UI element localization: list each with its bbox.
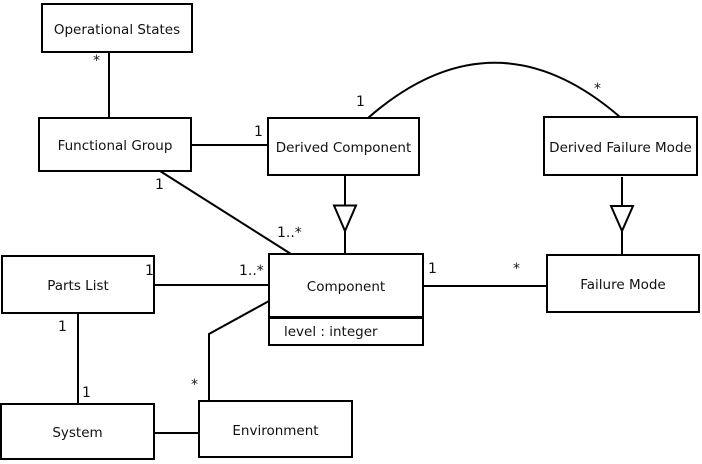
multiplicity-label: 1 [254,124,263,140]
multiplicity-label: 1 [145,263,154,279]
multiplicity-label: 1 [58,319,67,335]
multiplicity-label: 1 [82,385,91,401]
multiplicity-label: 1..* [277,225,302,241]
class-name-failure-mode: Failure Mode [580,277,666,293]
multiplicity-label: 1 [356,94,365,110]
multiplicity-label: * [93,53,100,69]
class-name-functional-group: Functional Group [57,138,173,154]
class-name-system: System [52,425,103,441]
association-component-environment [208,300,270,401]
class-name-component: Component [306,279,386,295]
class-box-system: System [0,403,155,460]
multiplicity-label: * [513,261,520,277]
class-attribute-level: level : integer [270,316,422,344]
generalization-arrow-failuremode [609,205,635,234]
class-name-derived-failure-mode: Derived Failure Mode [549,139,692,156]
class-box-derived-component: Derived Component [267,117,420,176]
class-name-environment: Environment [232,422,319,439]
association-functionalgroup-component [159,170,292,255]
class-box-environment: Environment [198,400,353,458]
association-arc-derivedcomponent-derivedfailuremode [367,61,621,119]
class-box-functional-group: Functional Group [38,117,192,172]
class-name-operational-states: Operational States [53,21,181,38]
multiplicity-label: 1..* [239,263,264,279]
class-box-derived-failure-mode: Derived Failure Mode [543,116,698,176]
class-box-component: Component level : integer [268,253,424,346]
multiplicity-label: 1 [428,261,437,277]
generalization-arrow-component [332,204,358,234]
multiplicity-label: 1 [155,177,164,193]
class-name-parts-list: Parts List [47,278,109,294]
class-box-operational-states: Operational States [41,3,193,53]
class-box-parts-list: Parts List [1,255,155,314]
class-box-failure-mode: Failure Mode [546,254,700,313]
multiplicity-label: * [594,81,601,97]
class-name-derived-component: Derived Component [275,140,412,156]
multiplicity-label: * [191,377,198,393]
